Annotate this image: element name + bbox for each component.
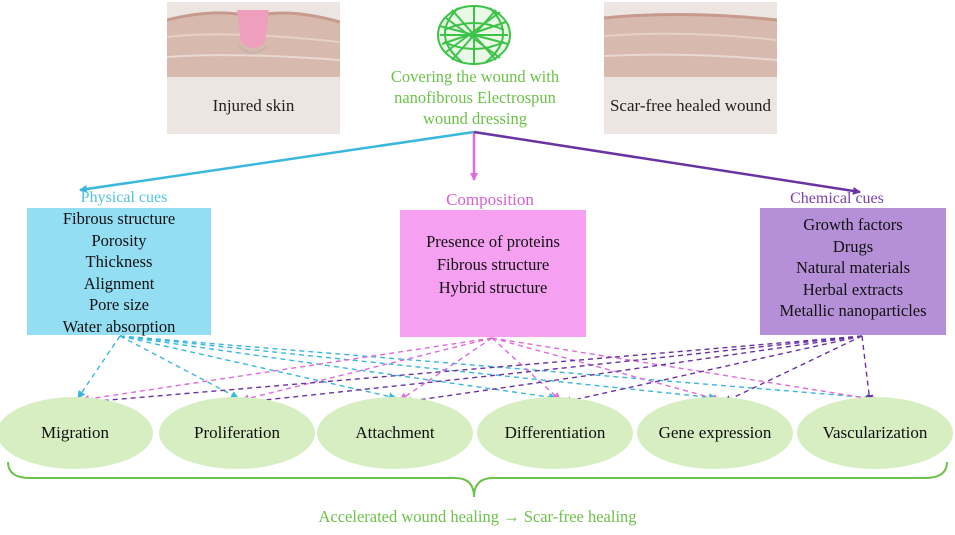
composition-item: Fibrous structure (436, 255, 550, 274)
chemical-item: Natural materials (795, 258, 911, 277)
healed-skin-label: Scar-free healed wound (609, 96, 772, 115)
physical-dashed-arrows (77, 335, 875, 402)
injured-skin-illustration (167, 10, 340, 134)
composition-item: Hybrid structure (438, 278, 548, 297)
composition-dashed-arrows (81, 337, 879, 403)
physical-item: Alignment (83, 273, 155, 293)
nanofiber-mesh-icon (437, 5, 511, 65)
composition-item: Presence of proteins (426, 232, 560, 251)
physical-item: Water absorption (62, 316, 176, 336)
physical-item: Porosity (91, 230, 147, 250)
chemical-cues-box: Growth factors Drugs Natural materials H… (760, 208, 946, 335)
cover-line-2: nanofibrous Electrospun (394, 88, 556, 107)
outcome-vascularization: Vascularization (797, 397, 953, 469)
outcome-proliferation: Proliferation (159, 397, 315, 469)
cover-description: Covering the wound with nanofibrous Elec… (360, 66, 590, 129)
physical-item: Pore size (88, 295, 150, 314)
composition-title: Composition (446, 190, 534, 209)
chemical-item: Herbal extracts (802, 279, 904, 299)
outcome-attachment: Attachment (317, 397, 473, 469)
arrow-to-chemical (473, 130, 861, 195)
chemical-dashed-arrows (85, 335, 874, 406)
cover-line-1: Covering the wound with (390, 67, 560, 86)
chemical-cues-title: Chemical cues (790, 190, 884, 207)
physical-item: Fibrous structure (62, 209, 176, 228)
physical-cues-box: Fibrous structure Porosity Thickness Ali… (27, 208, 211, 336)
injured-skin-panel: Injured skin (167, 2, 340, 134)
healing-outcome-caption: Accelerated wound healing → Scar-free he… (318, 507, 637, 526)
healed-skin-illustration (604, 12, 777, 134)
outcome-differentiation: Differentiation (477, 397, 633, 469)
arrow-to-physical (79, 130, 475, 193)
healed-skin-panel: Scar-free healed wound (604, 2, 777, 134)
injured-skin-label: Injured skin (212, 96, 295, 115)
cover-line-3: wound dressing (422, 109, 528, 128)
chemical-item: Metallic nanoparticles (779, 301, 927, 320)
outcome-gene-expression: Gene expression (637, 397, 793, 469)
composition-box: Presence of proteins Fibrous structure H… (400, 210, 586, 337)
chemical-item: Drugs (832, 236, 874, 256)
physical-item: Thickness (85, 252, 153, 271)
outcome-migration: Migration (0, 397, 153, 469)
physical-cues-title: Physical cues (80, 189, 168, 206)
chemical-item: Growth factors (803, 215, 903, 234)
bottom-brace (7, 461, 948, 498)
